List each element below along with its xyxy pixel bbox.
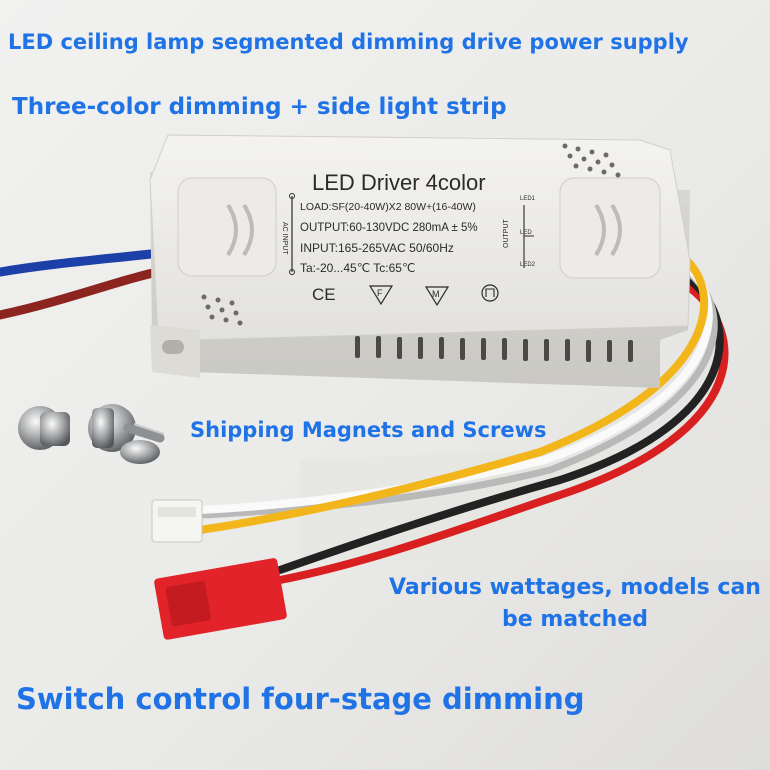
models-caption: Various wattages, models can be matched	[389, 575, 761, 632]
side-output-label: OUTPUT	[503, 219, 510, 249]
bottom-caption: Switch control four-stage dimming	[16, 682, 585, 716]
white-wire	[196, 262, 713, 514]
case-top	[149, 134, 691, 341]
output-spec: OUTPUT:60-130VDC 280mA ± 5%	[300, 222, 478, 234]
led-driver-case: LED Driver 4color LOAD:SF(20-40W)X2 80W+…	[149, 134, 691, 388]
f-mark: F	[377, 288, 383, 298]
ce-mark: CE	[312, 285, 336, 304]
output-wires	[196, 254, 729, 584]
m-mark-triangle	[424, 286, 450, 307]
f-mark-triangle	[368, 285, 394, 306]
load-spec: LOAD:SF(20-40W)X2 80W+(16-40W)	[300, 201, 476, 213]
side-vent-slots	[355, 336, 633, 362]
vent-holes-top	[562, 143, 621, 178]
led1-terminal: LED1	[520, 196, 536, 202]
right-clamp	[559, 177, 661, 279]
led2-terminal: LED2	[520, 262, 536, 268]
yellow-wire	[196, 254, 709, 534]
temp-spec: Ta:-20...45℃ Tc:65℃	[300, 261, 415, 275]
m-mark: M	[432, 289, 440, 299]
led-terminal: LED	[520, 230, 532, 236]
black-wire	[276, 276, 724, 574]
white-connector	[151, 499, 203, 543]
title-caption: LED ceiling lamp segmented dimming drive…	[8, 30, 689, 54]
ac-input-label: AC INPUT	[281, 222, 288, 255]
subtitle-caption: Three-color dimming + side light strip	[12, 94, 507, 120]
blue-wire	[0, 247, 173, 277]
vent-holes-bottom	[201, 294, 243, 326]
driver-brand: LED Driver 4color	[312, 170, 486, 195]
cert-mark	[481, 284, 499, 302]
red-connector	[154, 558, 287, 640]
input-spec: INPUT:165-265VAC 50/60Hz	[300, 241, 454, 255]
left-clamp	[177, 177, 277, 277]
magnets-caption: Shipping Magnets and Screws	[190, 418, 547, 442]
magnet-screw-set	[18, 404, 165, 464]
